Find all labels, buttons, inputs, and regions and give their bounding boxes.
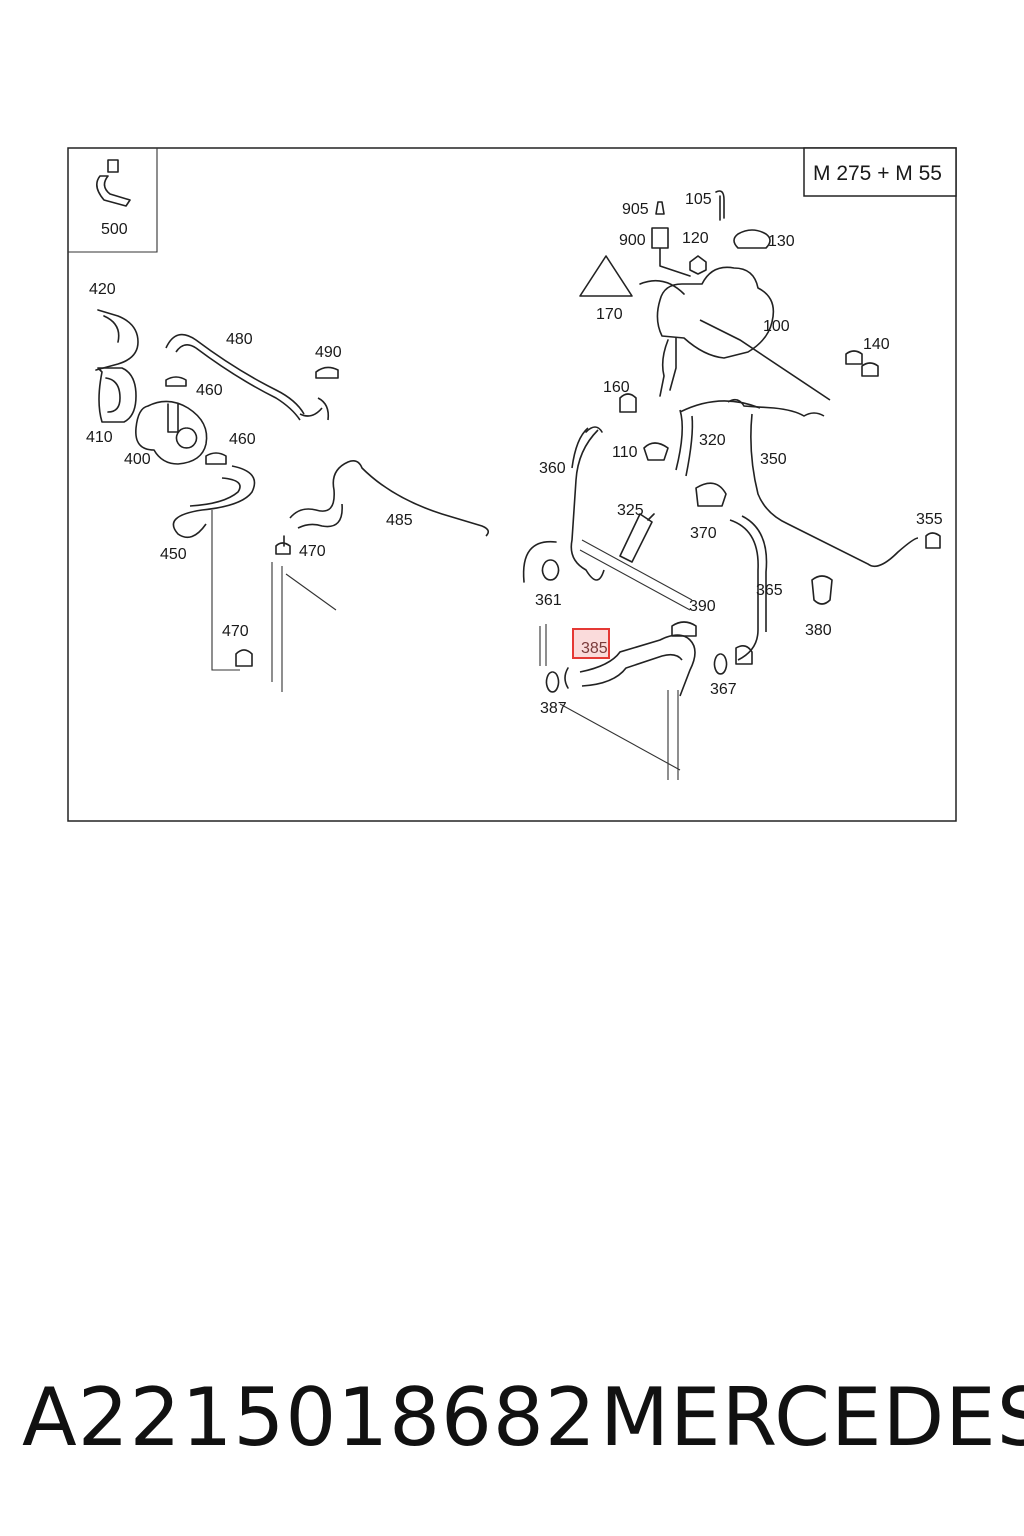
label-360[interactable]: 360 [539,460,566,477]
diagram-frame [67,147,957,822]
label-160[interactable]: 160 [603,379,630,396]
label-350[interactable]: 350 [760,451,787,468]
label-480[interactable]: 480 [226,331,253,348]
label-470-bottom[interactable]: 470 [222,623,249,640]
part-number: A2215018682 [22,1371,597,1464]
label-140[interactable]: 140 [863,336,890,353]
label-100[interactable]: 100 [763,318,790,335]
parts-diagram: 500 M 275 + M 55 [67,147,957,822]
label-500[interactable]: 500 [101,221,128,238]
label-110[interactable]: 110 [612,444,638,461]
label-380[interactable]: 380 [805,622,832,639]
label-130[interactable]: 130 [768,233,795,250]
label-400[interactable]: 400 [124,451,151,468]
brand-name: MERCEDES [600,1371,1024,1464]
label-470-top[interactable]: 470 [299,543,326,560]
highlight-385 [572,628,610,659]
label-485[interactable]: 485 [386,512,413,529]
label-385[interactable]: 385 [581,640,608,657]
label-355[interactable]: 355 [916,511,943,528]
label-170[interactable]: 170 [596,306,623,323]
label-900[interactable]: 900 [619,232,646,249]
label-460-bottom[interactable]: 460 [229,431,256,448]
label-387[interactable]: 387 [540,700,567,717]
label-320[interactable]: 320 [699,432,726,449]
expansion-tank-group [522,190,941,780]
label-490[interactable]: 490 [315,344,342,361]
footer: A2215018682 MERCEDES [0,1368,1024,1478]
model-box: M 275 + M 55 [803,147,957,197]
label-361[interactable]: 361 [535,592,562,609]
label-120[interactable]: 120 [682,230,709,247]
label-370[interactable]: 370 [690,525,717,542]
water-pump-group [95,309,490,692]
label-905[interactable]: 905 [622,201,649,218]
label-460-top[interactable]: 460 [196,382,223,399]
model-label: M 275 + M 55 [813,162,942,185]
label-365[interactable]: 365 [756,582,783,599]
label-420[interactable]: 420 [89,281,116,298]
label-325[interactable]: 325 [617,502,644,519]
label-105[interactable]: 105 [685,191,712,208]
part-labels: 420 410 400 460 460 480 490 450 485 470 … [86,191,943,717]
label-450[interactable]: 450 [160,546,187,563]
label-390[interactable]: 390 [689,598,716,615]
label-410[interactable]: 410 [86,429,113,446]
inset-box-500: 500 [68,148,158,253]
label-367[interactable]: 367 [710,681,737,698]
